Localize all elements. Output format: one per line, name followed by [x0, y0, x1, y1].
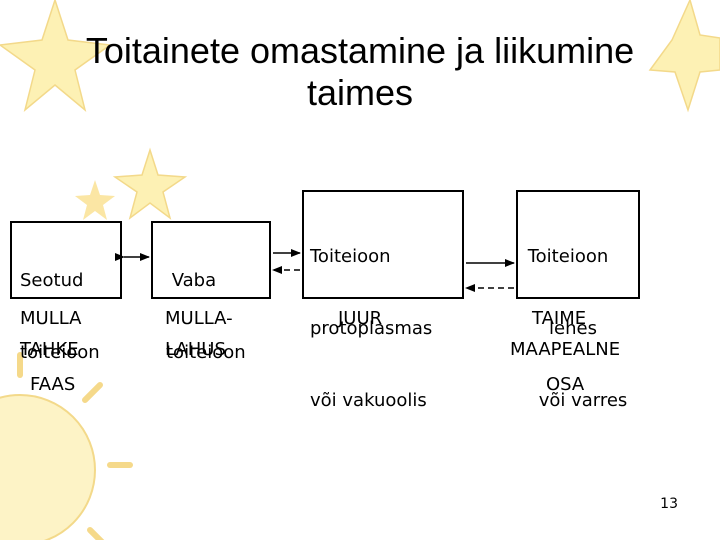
label-phase: FAAS	[30, 374, 76, 395]
label-solution: LAHUS	[165, 339, 226, 360]
label-part: OSA	[546, 374, 585, 395]
title-line-2: taimes	[306, 72, 414, 113]
leaf-ion-text: Toiteioon lehes või varres	[516, 197, 640, 437]
box-line: Toiteioon	[527, 246, 609, 267]
free-ion-box	[151, 221, 271, 299]
star-decoration	[648, 0, 720, 113]
box-line: Toiteioon	[310, 246, 391, 267]
title-line-1: Toitainete omastamine ja liikumine	[85, 30, 635, 71]
star-decoration	[0, 0, 113, 113]
box-line: või varres	[538, 390, 628, 411]
label-soil-2: MULLA-	[165, 308, 233, 329]
free-ion-text: Vaba toiteioon	[166, 221, 246, 389]
leaf-ion-box	[516, 190, 640, 299]
star-decoration	[112, 147, 188, 220]
label-above-ground: MAAPEALNE	[510, 339, 621, 360]
label-plant: TAIME	[532, 308, 587, 329]
label-solid: TAHKE	[20, 339, 79, 360]
box-line: või vakuoolis	[310, 390, 427, 411]
box-line: protoplasmas	[310, 318, 433, 339]
box-line: lehes	[549, 318, 597, 339]
protoplasm-ion-box	[302, 190, 464, 299]
label-root: JUUR	[338, 308, 383, 329]
star-decoration	[75, 180, 115, 220]
box-line: toiteioon	[20, 342, 100, 363]
box-line: toiteioon	[166, 342, 246, 363]
page-number: 13	[660, 496, 678, 512]
sun-decoration	[0, 352, 133, 540]
protoplasm-ion-text: Toiteioon protoplasmas või vakuoolis	[310, 197, 432, 437]
box-line: Seotud	[20, 270, 84, 291]
label-soil: MULLA	[20, 308, 82, 329]
slide-title: Toitainete omastamine ja liikumine taime…	[20, 30, 700, 114]
box-line: Vaba	[166, 270, 217, 291]
bound-ion-box	[10, 221, 122, 299]
bound-ion-text: Seotud toiteioon	[20, 221, 100, 389]
